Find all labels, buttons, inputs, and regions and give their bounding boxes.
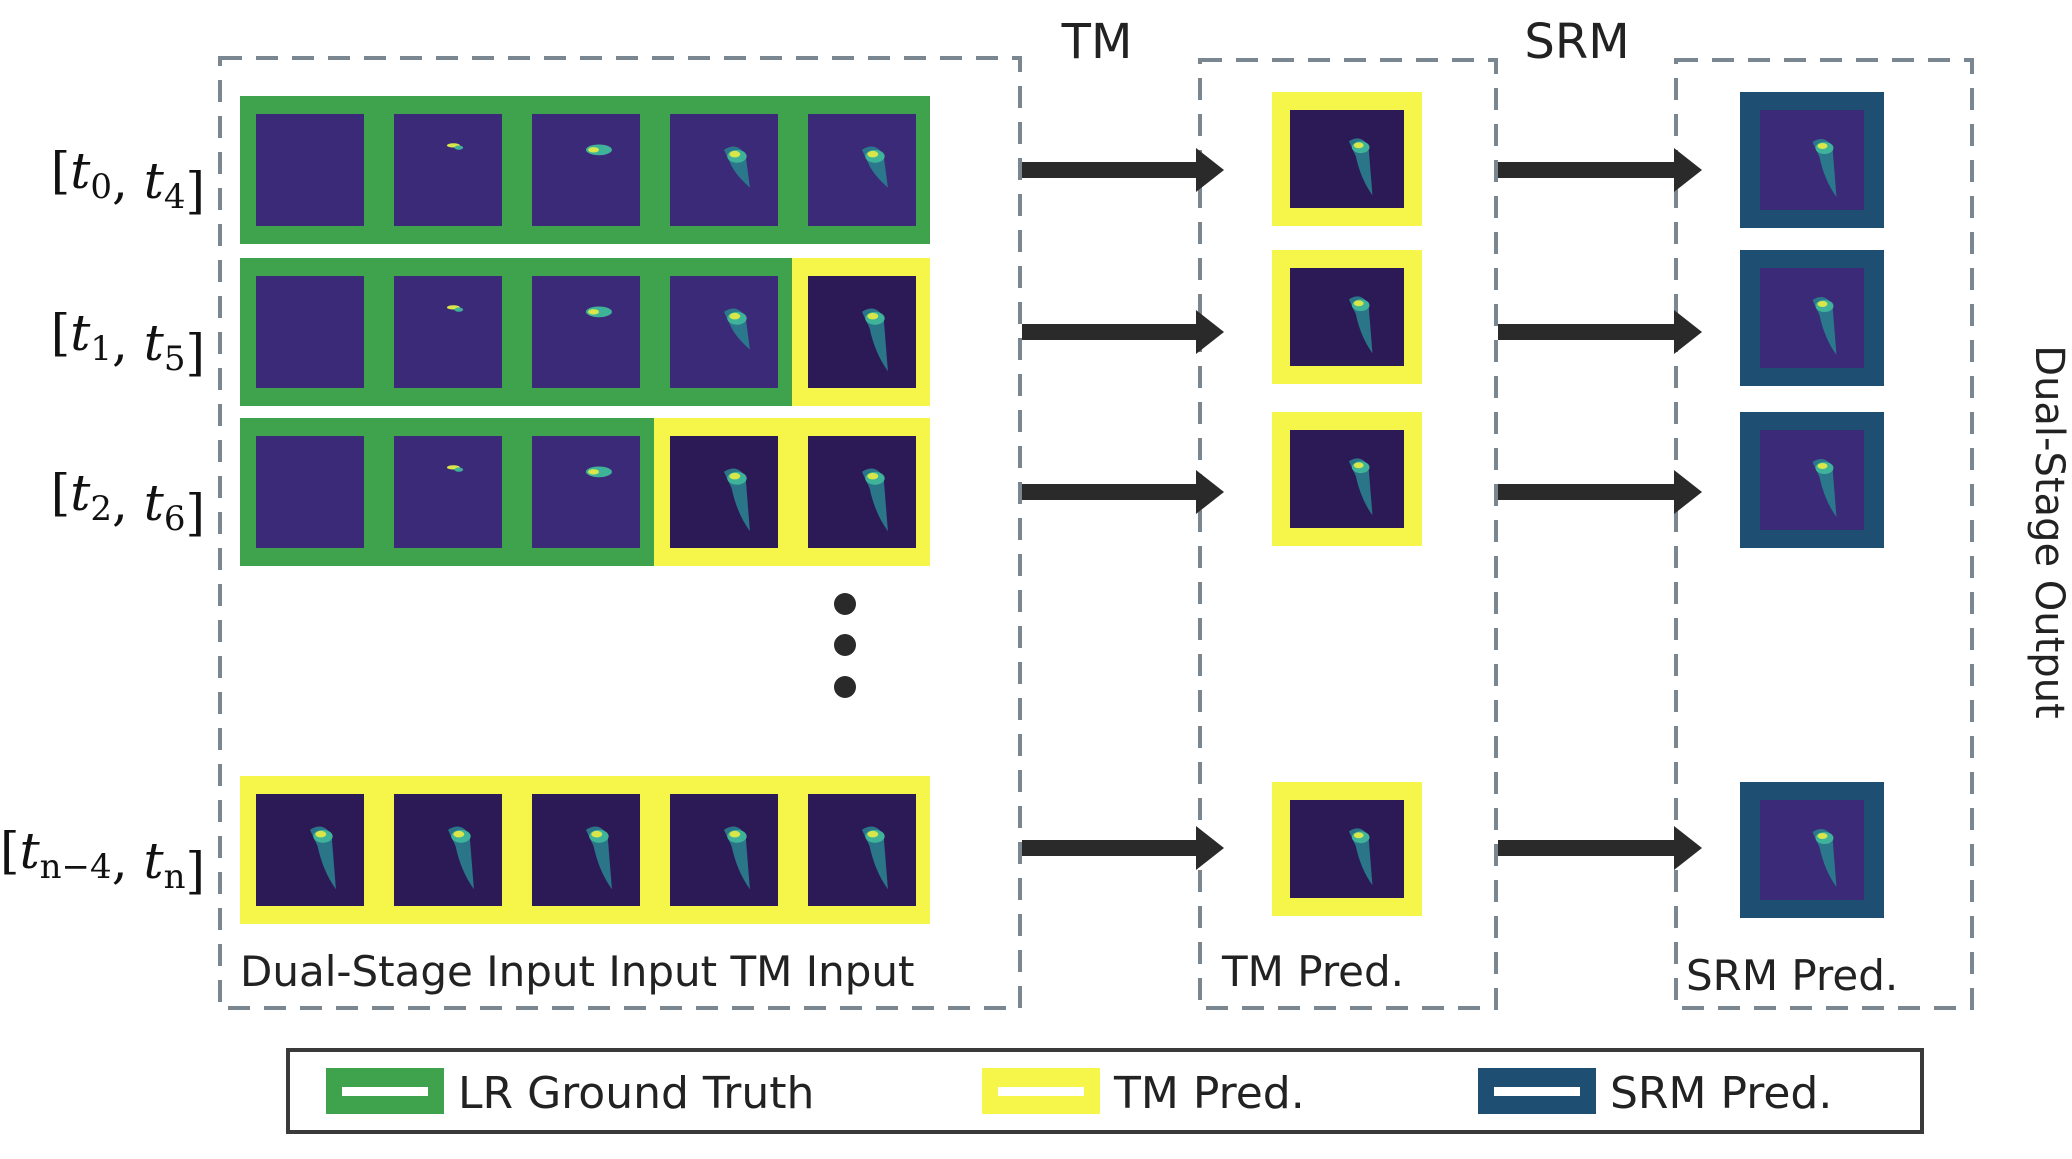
legend-label: SRM Pred. xyxy=(1610,1068,1832,1119)
srm-arrow xyxy=(1498,826,1702,870)
srm-arrow xyxy=(1498,470,1702,514)
input-frame xyxy=(808,794,916,906)
tm-pred-caption: TM Pred. xyxy=(1221,947,1404,996)
input-row xyxy=(240,258,930,406)
input-frame xyxy=(256,114,364,226)
tm-arrow xyxy=(1022,310,1224,354)
input-frame xyxy=(256,794,364,906)
row-time-label: [tn−4, tn] xyxy=(0,822,205,900)
input-frame xyxy=(532,436,640,548)
input-frame xyxy=(394,436,502,548)
input-frame xyxy=(670,114,778,226)
tm-pred-thumbnail xyxy=(1290,268,1404,366)
tm-arrow xyxy=(1022,826,1224,870)
tm-stage-label: TM xyxy=(1061,14,1133,70)
input-frame xyxy=(394,114,502,226)
tm-arrow xyxy=(1022,148,1224,192)
tm-pred-frame xyxy=(1272,92,1422,226)
tm-pred-frame xyxy=(1272,412,1422,546)
input-frame xyxy=(256,276,364,388)
input-frame xyxy=(808,276,916,388)
srm-pred-thumbnail xyxy=(1760,800,1864,900)
tm-pred-thumbnail xyxy=(1290,110,1404,208)
legend-label: LR Ground Truth xyxy=(458,1068,814,1119)
input-frame xyxy=(256,436,364,548)
input-frame xyxy=(670,276,778,388)
srm-arrow xyxy=(1498,148,1702,192)
srm-pred-thumbnail xyxy=(1760,430,1864,530)
srm-arrow xyxy=(1498,310,1702,354)
srm-pred-region-box xyxy=(1674,58,1974,1010)
row-time-label: [t2, t6] xyxy=(51,464,205,542)
tm-arrow xyxy=(1022,470,1224,514)
input-row xyxy=(240,776,930,924)
srm-pred-frame xyxy=(1740,412,1884,548)
tm-pred-thumbnail xyxy=(1290,430,1404,528)
tm-pred-frame xyxy=(1272,250,1422,384)
row-time-label: [t0, t4] xyxy=(51,142,205,220)
srm-stage-label: SRM xyxy=(1524,14,1629,70)
legend-item-tm: TM Pred. xyxy=(982,1068,1305,1119)
legend-item-srm: SRM Pred. xyxy=(1478,1068,1832,1119)
input-caption: Dual-Stage Input Input TM Input xyxy=(240,947,914,996)
input-frame xyxy=(808,114,916,226)
input-frame xyxy=(394,794,502,906)
input-frame xyxy=(670,436,778,548)
tm-pred-region-box xyxy=(1198,58,1498,1010)
input-frame xyxy=(532,276,640,388)
legend-label: TM Pred. xyxy=(1113,1068,1305,1119)
srm-pred-frame xyxy=(1740,250,1884,386)
srm-pred-thumbnail xyxy=(1760,110,1864,210)
tm-pred-frame xyxy=(1272,782,1422,916)
input-region-box xyxy=(218,56,1022,1010)
srm-pred-caption: SRM Pred. xyxy=(1686,951,1898,1000)
input-frame xyxy=(532,794,640,906)
srm-pred-frame xyxy=(1740,92,1884,228)
input-frame xyxy=(532,114,640,226)
ellipsis-dots xyxy=(834,593,856,698)
tm-pred-thumbnail xyxy=(1290,800,1404,898)
input-frame xyxy=(670,794,778,906)
input-row xyxy=(240,96,930,244)
srm-pred-thumbnail xyxy=(1760,268,1864,368)
row-time-label: [t1, t5] xyxy=(51,304,205,382)
legend-box xyxy=(286,1048,1924,1134)
legend-item-gt: LR Ground Truth xyxy=(326,1068,814,1119)
srm-pred-frame xyxy=(1740,782,1884,918)
input-row xyxy=(240,418,930,566)
input-frame xyxy=(394,276,502,388)
dual-stage-output-label: Dual-Stage Output xyxy=(2026,345,2072,718)
input-frame xyxy=(808,436,916,548)
